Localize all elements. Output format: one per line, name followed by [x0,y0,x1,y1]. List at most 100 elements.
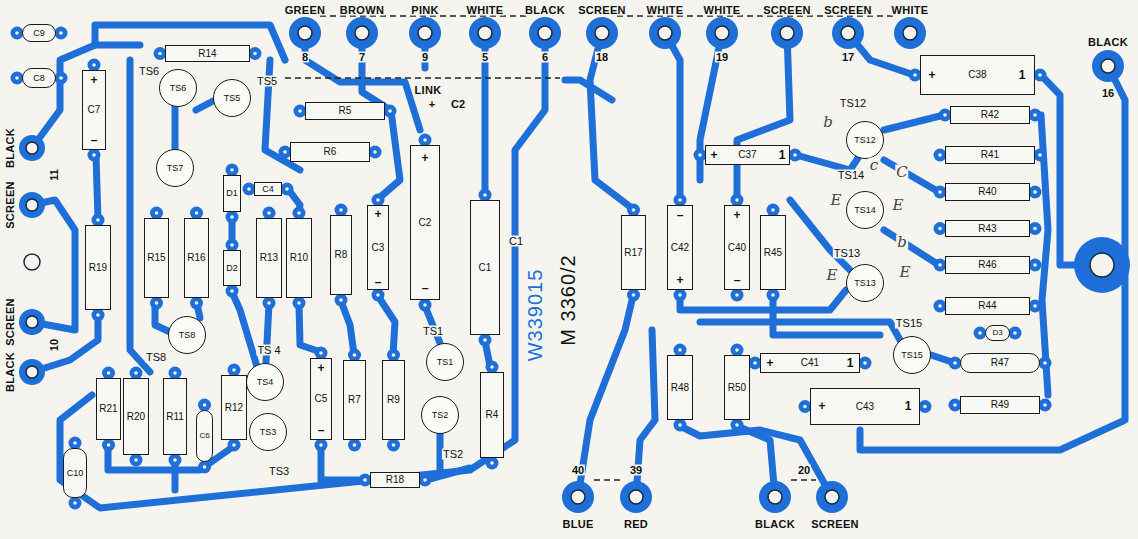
pad-ring [768,490,782,504]
handwritten-mark: E [892,198,905,213]
capacitor-body: C2 [410,145,440,300]
pin-number: 11 [49,168,60,182]
pin-number: 16 [1101,88,1115,99]
resistor-body: R7 [343,360,366,440]
pad-hole [678,198,682,202]
transistor-outline: TS7 [156,149,194,187]
pad-ring [629,490,643,504]
component-label: TS4 [257,378,274,387]
wire-colour-label: BLACK [754,519,796,530]
pad-hole [490,461,494,465]
component-label: R46 [978,260,996,270]
solder-pad [249,47,262,60]
pad-hole [353,353,357,357]
pad-hole [863,361,867,365]
pad-hole [96,313,100,317]
pad-hole [59,31,63,35]
wire-colour-label: WHITE [891,5,930,16]
transistor-label: TS2 [442,449,464,460]
transistor-outline: TS15TS15 [893,336,931,374]
copper-track [96,156,98,219]
connector-pad [19,192,45,218]
pad-ring [825,490,839,504]
pad-hole [938,263,942,267]
resistor-body: R18 [370,472,420,488]
copper-track [196,100,215,110]
component-label: C41 [801,358,819,368]
connector-pad [562,481,594,513]
pin-number: + [428,99,436,110]
solder-pad [55,72,68,85]
pad-hole [283,150,287,154]
resistor-body: R43 [945,220,1030,237]
solder-pad [1039,399,1052,412]
capacitor-body: C1C1 [470,200,500,335]
wire-colour-label: WHITE [466,5,505,16]
component-label: R8 [335,250,348,260]
solder-pad [387,439,400,452]
transistor-outline: TS12TS12 [846,121,884,159]
pin-number: 5 [481,52,489,63]
resistor-body: R14 [165,45,250,62]
handwritten-mark: E [899,265,912,280]
pad-hole [134,458,138,462]
pad-hole [298,109,302,113]
connector-pad [1092,50,1124,82]
handwritten-mark: C [895,165,908,180]
component-label: R15 [147,253,165,263]
pin-number: 8 [301,52,309,63]
solder-pad [1009,327,1022,340]
capacitor-body: C9 [22,24,56,42]
copper-track [884,160,939,192]
polarity-mark: – [374,276,383,288]
resistor-body: R49 [960,396,1040,414]
wire-colour-label: BLACK [5,351,16,393]
pad-hole [1033,227,1037,231]
wire-colour-label: SCREEN [577,5,627,16]
capacitor-body: C6 [196,410,213,462]
copper-track [60,33,545,508]
connector-pad [771,17,803,49]
connector-pad [759,481,791,513]
resistor-body: R8 [330,215,352,295]
pad-hole [376,293,380,297]
polarity-mark: + [765,357,774,369]
solder-pad [130,454,143,467]
copper-track [426,468,470,480]
component-label: C3 [372,243,385,253]
pad-hole [15,31,19,35]
solder-pad [1034,69,1047,82]
pin-number: 20 [797,465,811,476]
pad-hole [735,348,739,352]
component-label: R47 [991,358,1009,368]
pad-hole [1013,331,1017,335]
resistor-body: R10 [286,218,311,298]
pad-hole [253,52,257,56]
pad-hole [632,293,636,297]
solder-pad [384,105,397,118]
pad-ring [780,26,794,40]
pad-hole [230,243,234,247]
transistor-label: TS13 [833,248,861,259]
pad-hole [632,208,636,212]
pad-hole [195,301,199,305]
solder-pad [335,294,348,307]
transistor-outline: TS4TS 4 [246,363,284,401]
solder-pad [419,474,432,487]
component-label: R12 [225,403,243,413]
solder-pad [479,334,492,347]
component-label: R17 [624,248,642,258]
wire-colour-label: PINK [410,5,439,16]
pad-ring [658,26,672,40]
pad-hole [1033,304,1037,308]
resistor-body: R42 [950,106,1030,124]
copper-track [884,230,939,265]
capacitor-body: C37 [705,145,790,165]
pad-hole [232,368,236,372]
connector-pads [19,17,1130,513]
solder-pad [293,297,306,310]
component-label: R45 [764,248,782,258]
copper-track [321,446,364,480]
component-label: D2 [226,264,238,273]
